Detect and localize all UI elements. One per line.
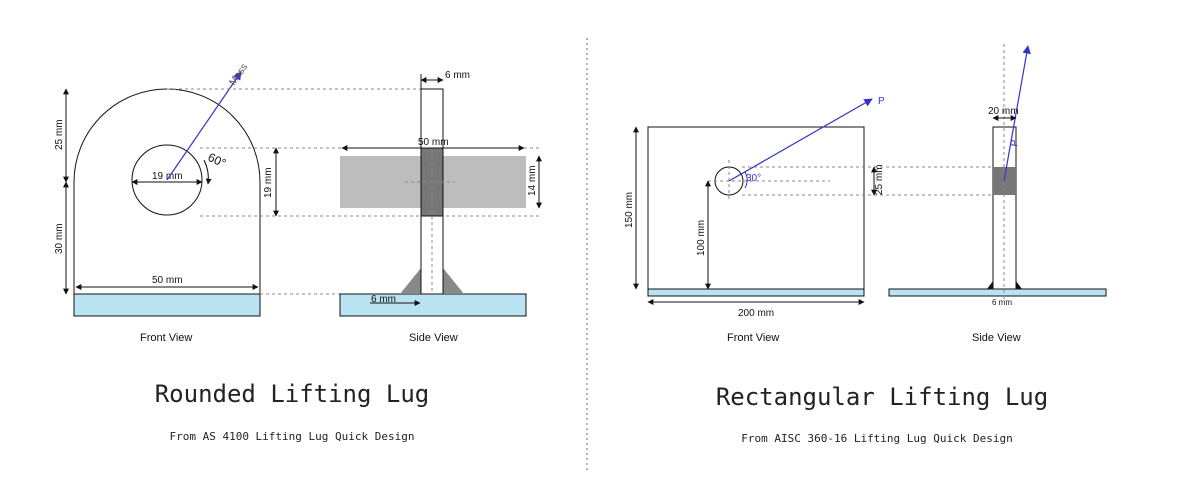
rounded-lug-title: Rounded Lifting Lug <box>155 380 430 408</box>
force-arrow <box>166 71 242 181</box>
rounded-lug-subtitle: From AS 4100 Lifting Lug Quick Design <box>169 430 414 443</box>
side-plate-dim-label: 50 mm <box>418 137 449 148</box>
weld-left <box>400 268 421 294</box>
rect-side-view-label: Side View <box>972 332 1021 344</box>
rect-lug-outline <box>647 126 865 290</box>
width-dim-label: 50 mm <box>152 275 183 286</box>
rect-side-force-label: P <box>1009 139 1021 148</box>
rectangular-lug-subtitle: From AISC 360-16 Lifting Lug Quick Desig… <box>741 432 1013 445</box>
rectangular-lug-title: Rectangular Lifting Lug <box>716 383 1048 411</box>
bottom-height-label: 30 mm <box>54 223 65 254</box>
rounded-front-view-label: Front View <box>140 332 192 344</box>
rounded-side-view-label: Side View <box>409 332 458 344</box>
rect-force-arrow <box>728 98 873 182</box>
rect-height-label: 150 mm <box>624 192 635 228</box>
top-height-label: 25 mm <box>54 119 65 150</box>
rounded-lug-front-view: 19 mm 60° Mass 25 mm 30 mm 50 mm 19 mm F… <box>54 62 279 344</box>
side-top-dim-label: 6 mm <box>445 70 470 81</box>
rect-projection-lines: 25 mm <box>742 164 993 196</box>
rect-side-top-label: 20 mm <box>988 106 1019 117</box>
side-right-dim-label: 14 mm <box>527 165 538 196</box>
rect-side-bottom-label: 6 mm <box>992 298 1012 307</box>
rect-hole-v-label: 25 mm <box>874 164 885 195</box>
rect-front-base-plate <box>647 288 865 297</box>
weld-right <box>443 268 464 294</box>
hole-v-dim-label: 19 mm <box>263 167 274 198</box>
rect-width-label: 200 mm <box>738 308 774 319</box>
side-base-plate <box>339 293 527 317</box>
rect-front-view-label: Front View <box>727 332 779 344</box>
rect-angle-label: 30° <box>746 173 761 184</box>
side-bottom-dim-label: 6 mm <box>371 294 396 305</box>
rect-side-base-plate <box>888 288 1107 297</box>
angle-label: 60° <box>206 150 229 170</box>
rounded-lug-side-view: 6 mm 50 mm 14 mm 6 mm Side View <box>339 70 542 344</box>
rect-side-force-arrow <box>1003 45 1031 182</box>
hole-dim-label: 19 mm <box>152 171 183 182</box>
rounded-lug-outline <box>73 88 261 294</box>
rectangular-lug-side-view: P 20 mm 6 mm Side View <box>888 44 1107 344</box>
rect-force-label: P <box>878 96 885 107</box>
rect-hole-height-label: 100 mm <box>696 220 707 256</box>
force-label: Mass <box>227 62 250 88</box>
front-base-plate <box>73 293 261 317</box>
rectangular-lug-front-view: P 30° 100 mm 150 mm 200 mm Front View <box>624 96 885 344</box>
